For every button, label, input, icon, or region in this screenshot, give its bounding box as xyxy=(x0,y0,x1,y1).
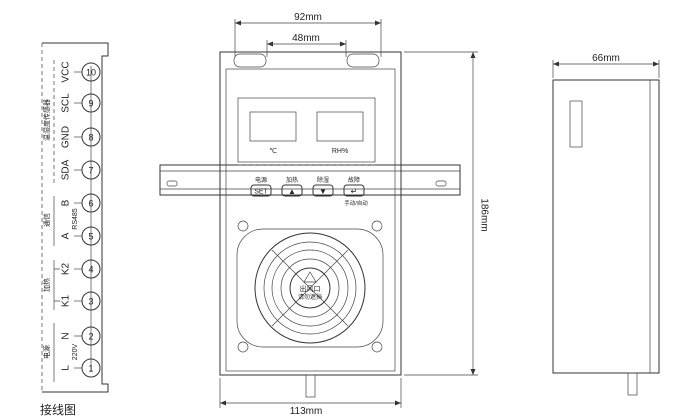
terminal-1-label: L xyxy=(61,365,72,371)
terminal-2-number: 2 xyxy=(88,332,93,342)
button-label-dehumid: 除湿 xyxy=(317,176,329,184)
terminal-6-label: B xyxy=(61,199,72,206)
enter-button[interactable]: ↵ xyxy=(343,184,365,197)
warning-icon xyxy=(303,271,317,283)
terminal-4-label: K2 xyxy=(61,262,72,275)
terminal-8-label: GND xyxy=(61,126,72,148)
temperature-display xyxy=(249,111,297,142)
group-label-rs485: RS485 xyxy=(72,208,79,230)
terminal-9: 9 SCL xyxy=(61,93,101,113)
terminal-block: 10 VCC 9 SCL 8 GND 7 SDA 6 B xyxy=(40,42,109,417)
dim-height: 186mm xyxy=(478,198,489,231)
terminal-6: 6 B xyxy=(61,193,101,213)
terminal-5: 5 A xyxy=(61,226,101,246)
terminal-6-number: 6 xyxy=(88,199,93,209)
terminal-7-number: 7 xyxy=(88,166,93,176)
mode-label: 手动/自动 xyxy=(344,199,368,207)
dim-side-width: 66mm xyxy=(592,53,620,64)
temperature-unit: ℃ xyxy=(269,148,277,155)
group-label-power: 电源 xyxy=(42,345,51,359)
humidity-display xyxy=(316,111,364,142)
terminal-10-number: 10 xyxy=(86,68,96,78)
terminal-1: 1 L xyxy=(61,358,101,378)
terminal-7-label: SDA xyxy=(61,159,72,180)
group-label-voltage: 220V xyxy=(72,344,79,361)
fan-warning-text: 出风口 xyxy=(300,284,321,293)
dim-top-inner: 48mm xyxy=(292,33,320,44)
button-label-heat: 加热 xyxy=(286,176,298,184)
side-view: 66mm xyxy=(552,53,660,396)
terminal-9-number: 9 xyxy=(88,99,93,109)
set-button[interactable]: SET xyxy=(250,184,272,197)
wiring-caption: 接线图 xyxy=(40,402,76,417)
terminal-3-number: 3 xyxy=(88,297,93,307)
terminal-8: 8 GND xyxy=(61,126,101,148)
up-button[interactable]: ▲ xyxy=(281,184,303,197)
terminal-9-label: SCL xyxy=(61,93,72,113)
terminal-2-label: N xyxy=(61,332,72,339)
terminal-3: 3 K1 xyxy=(61,291,101,311)
terminal-8-number: 8 xyxy=(88,133,93,143)
up-arrow-icon: ▲ xyxy=(288,187,296,196)
terminal-5-number: 5 xyxy=(88,232,93,242)
terminal-5-label: A xyxy=(61,232,72,239)
dim-top-outer: 92mm xyxy=(294,12,322,23)
side-housing xyxy=(552,79,660,374)
dim-bottom: 113mm xyxy=(290,406,323,417)
group-label-heat: 加热 xyxy=(42,278,51,292)
terminal-10-label: VCC xyxy=(61,61,72,82)
terminal-7: 7 SDA xyxy=(61,159,101,180)
terminal-2: 2 N xyxy=(61,326,101,346)
device-housing xyxy=(219,51,402,376)
terminal-3-label: K1 xyxy=(61,294,72,307)
terminal-10: 10 VCC xyxy=(61,61,101,83)
down-button[interactable]: ▼ xyxy=(312,184,334,197)
fan-notice-text: 请勿遮挡 xyxy=(298,293,322,301)
button-label-power: 电源 xyxy=(255,176,267,184)
group-label-sensor: 温湿度传感器 xyxy=(42,99,51,141)
humidity-unit: RH% xyxy=(332,148,348,155)
down-arrow-icon: ▼ xyxy=(319,187,327,196)
front-view: ℃ RH% 电源 加热 除湿 故障 SET ▲ ▼ ↵ 手动/自动 xyxy=(159,12,489,417)
terminal-1-number: 1 xyxy=(88,364,93,374)
button-label-fault: 故障 xyxy=(348,176,360,184)
fan-grille: 出风口 请勿遮挡 xyxy=(236,228,384,348)
group-label-comm: 通信 xyxy=(42,213,51,227)
terminal-4: 4 K2 xyxy=(61,259,101,279)
enter-icon: ↵ xyxy=(351,187,358,196)
terminal-4-number: 4 xyxy=(88,265,93,275)
set-button-label: SET xyxy=(254,189,268,196)
